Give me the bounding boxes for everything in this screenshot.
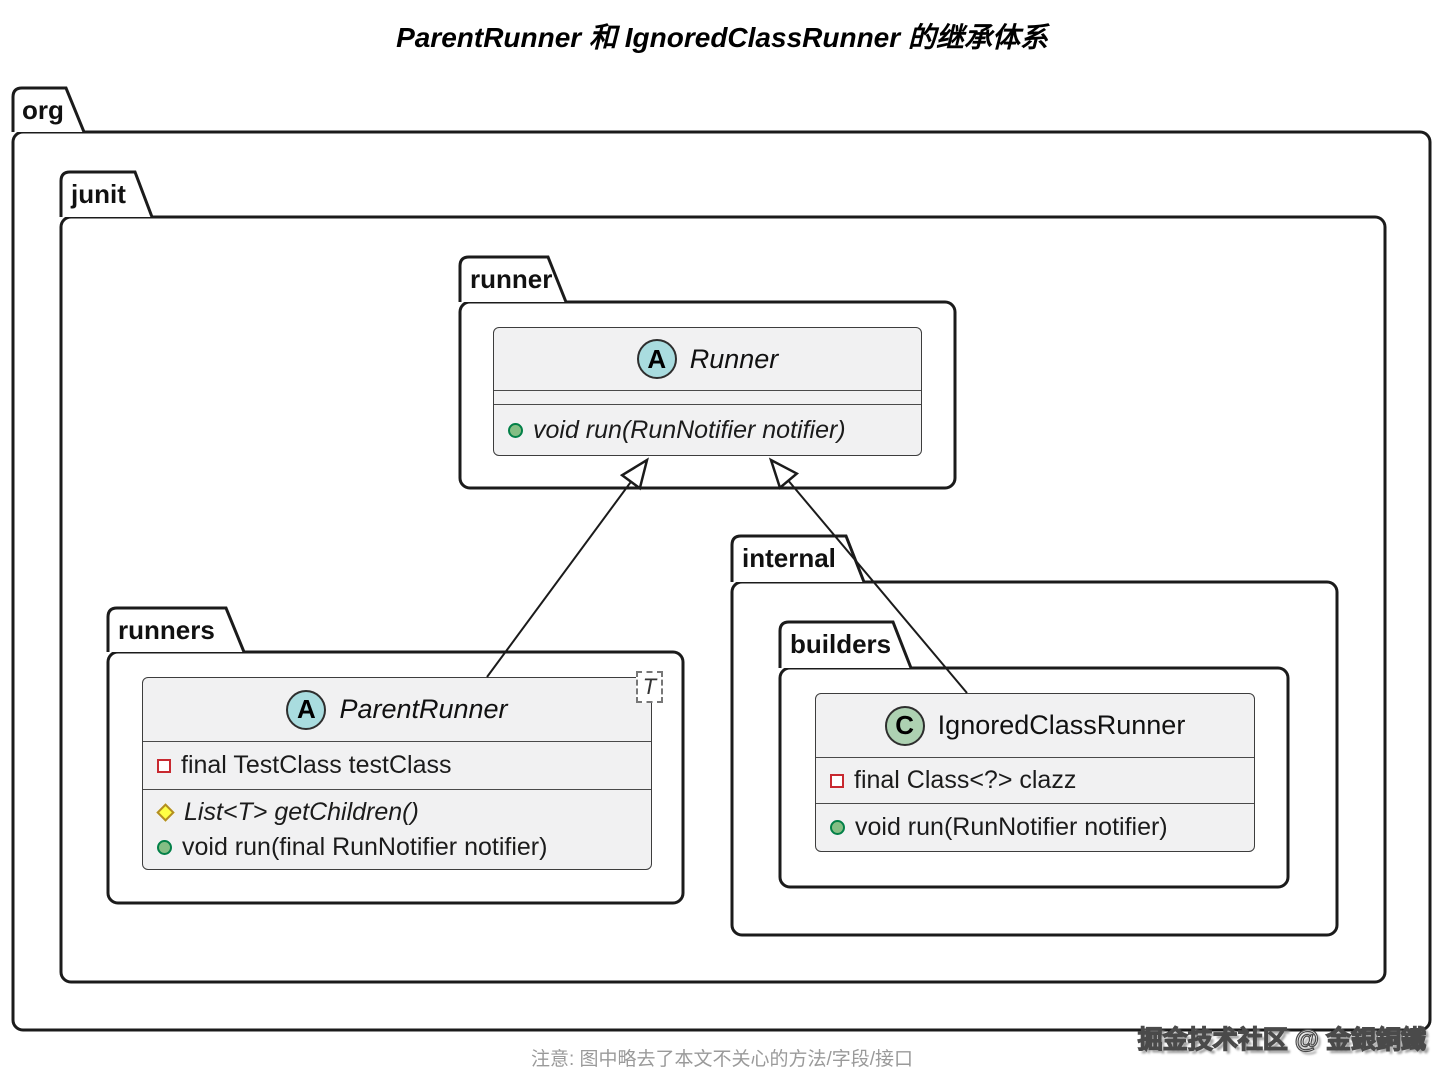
public-method-icon — [157, 839, 172, 855]
package-label-runner: runner — [470, 264, 553, 294]
method-row: List<T> getChildren() — [143, 798, 651, 827]
abstract-badge-icon: A — [286, 689, 327, 730]
field-text: final Class<?> clazz — [854, 766, 1077, 794]
class-parent-runner-header: A ParentRunner — [143, 678, 651, 741]
methods-section: List<T> getChildren() void run(final Run… — [143, 790, 651, 869]
class-runner-header: A Runner — [494, 328, 921, 390]
field-row: final Class<?> clazz — [816, 758, 1254, 803]
package-label-runners: runners — [118, 615, 215, 645]
class-name: Runner — [689, 343, 779, 374]
generic-type-badge: T — [636, 671, 663, 703]
method-row: void run(RunNotifier notifier) — [494, 405, 921, 455]
field-text: final TestClass testClass — [181, 751, 452, 779]
class-ignored-header: C IgnoredClassRunner — [816, 694, 1254, 757]
protected-method-icon — [156, 802, 175, 822]
private-field-icon — [830, 773, 844, 788]
arrow-parent-runner-to-runner — [486, 457, 649, 678]
class-ignored-class-runner: C IgnoredClassRunner final Class<?> claz… — [815, 693, 1255, 852]
package-label-org: org — [22, 95, 64, 125]
class-badge-icon: C — [884, 705, 925, 746]
package-label-builders: builders — [790, 629, 892, 659]
method-text: void run(final RunNotifier notifier) — [182, 832, 548, 861]
field-row: final TestClass testClass — [143, 742, 651, 789]
class-name: IgnoredClassRunner — [937, 710, 1186, 740]
package-label-junit: junit — [71, 179, 126, 209]
method-row: void run(final RunNotifier notifier) — [143, 833, 651, 862]
method-row: void run(RunNotifier notifier) — [816, 804, 1254, 851]
class-parent-runner: A ParentRunner final TestClass testClass… — [142, 677, 652, 870]
package-label-internal: internal — [742, 543, 836, 573]
class-name: ParentRunner — [339, 694, 508, 724]
watermark: 掘金技术社区 @ 金銀銅鐵 — [1137, 1025, 1426, 1054]
method-text: void run(RunNotifier notifier) — [855, 813, 1168, 841]
abstract-badge-icon: A — [636, 339, 677, 379]
package-box-org — [11, 130, 1432, 1032]
class-runner: A Runner void run(RunNotifier notifier) — [493, 327, 922, 456]
method-text: List<T> getChildren() — [184, 797, 419, 826]
method-text: void run(RunNotifier notifier) — [533, 415, 846, 444]
empty-fields-section — [494, 391, 921, 404]
public-method-icon — [508, 422, 523, 438]
footnote: 注意: 图中略去了本文不关心的方法/字段/接口 — [530, 1049, 914, 1070]
diagram-title: ParentRunner 和 IgnoredClassRunner 的继承体系 — [396, 22, 1048, 53]
private-field-icon — [157, 758, 171, 773]
public-method-icon — [830, 820, 845, 835]
